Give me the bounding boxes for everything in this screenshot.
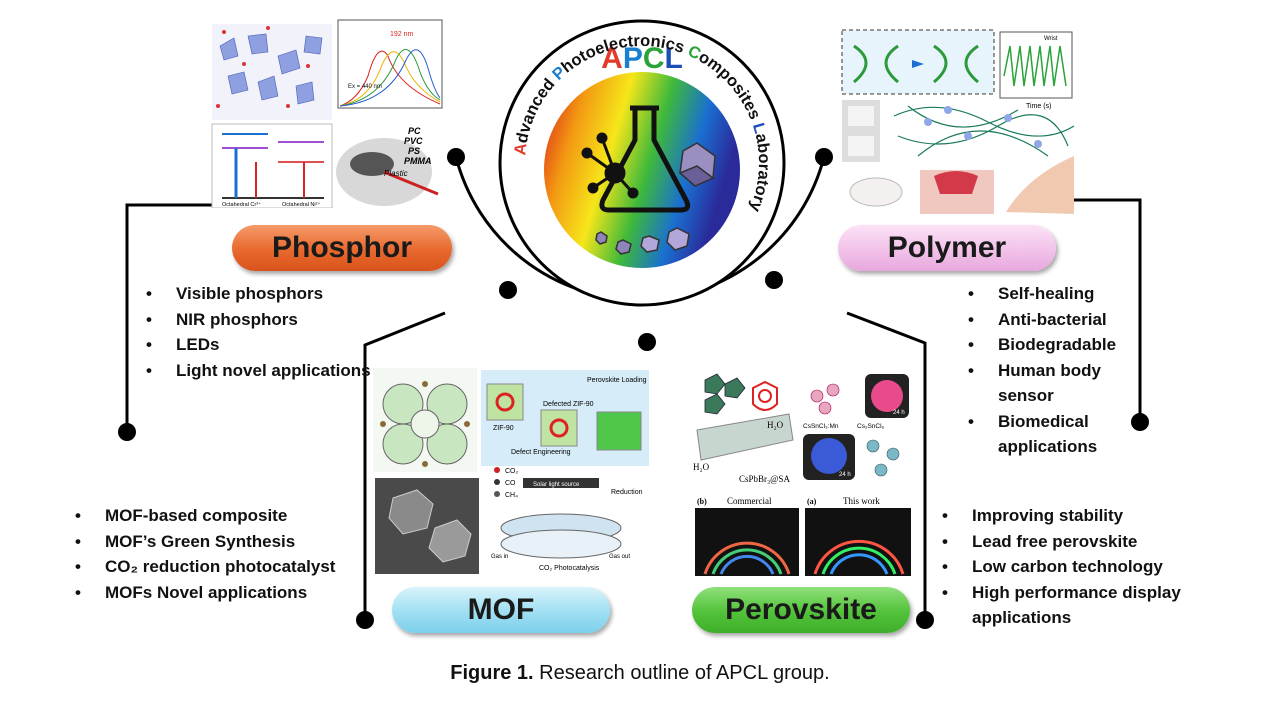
molecule-icon bbox=[581, 132, 639, 199]
svg-text:CO: CO bbox=[505, 480, 516, 487]
node-dot bbox=[638, 333, 656, 351]
phosphor-label: Phosphor bbox=[232, 225, 452, 271]
figure-caption: Figure 1. Research outline of APCL group… bbox=[0, 662, 1280, 685]
apcl-logo: APCL Advanced Photoelectronics Composite… bbox=[498, 19, 786, 307]
svg-text:H₂O: H₂O bbox=[767, 420, 784, 430]
logo-acronym: APCL bbox=[601, 42, 683, 75]
mouse-icon bbox=[849, 177, 903, 207]
svg-text:Time (s): Time (s) bbox=[1026, 103, 1051, 110]
caption-text: Research outline of APCL group. bbox=[533, 662, 830, 684]
bullet-item: MOFs Novel applications bbox=[75, 580, 365, 606]
shield-icon bbox=[752, 380, 778, 411]
phosphor-bullets: Visible phosphors NIR phosphors LEDs Lig… bbox=[146, 281, 376, 384]
mof-framework-icon bbox=[382, 383, 468, 465]
node-dot bbox=[118, 423, 136, 441]
bullet-item: Lead free perovskite bbox=[942, 529, 1202, 555]
svg-text:(a): (a) bbox=[807, 497, 817, 506]
bullet-item: LEDs bbox=[146, 332, 376, 358]
svg-text:Wrist: Wrist bbox=[1044, 36, 1058, 42]
svg-text:Solar light source: Solar light source bbox=[533, 482, 580, 488]
perovskite-label: Perovskite bbox=[692, 587, 910, 633]
svg-text:This work: This work bbox=[843, 496, 880, 506]
mof-bullets: MOF-based composite MOF’s Green Synthesi… bbox=[75, 503, 365, 606]
svg-text:CsPbBr₃@SA: CsPbBr₃@SA bbox=[739, 474, 790, 484]
polymer-figure: Time (s) Wrist bbox=[838, 26, 1076, 216]
svg-text:Defect Engineering: Defect Engineering bbox=[511, 449, 571, 456]
svg-text:Commercial: Commercial bbox=[727, 496, 772, 506]
svg-text:CO₂ Photocatalysis: CO₂ Photocatalysis bbox=[539, 565, 600, 572]
bullet-item: Visible phosphors bbox=[146, 281, 376, 307]
bullet-item: Low carbon technology bbox=[942, 554, 1202, 580]
mof-label: MOF bbox=[392, 587, 610, 633]
bullet-item: Biodegradable bbox=[968, 332, 1138, 358]
caption-prefix: Figure 1. bbox=[450, 662, 534, 684]
bullet-item: Human body sensor bbox=[968, 358, 1138, 409]
polymer-connector bbox=[1055, 198, 1142, 422]
svg-text:Octahedral Cr³⁺: Octahedral Cr³⁺ bbox=[222, 201, 261, 208]
svg-text:H₂O: H₂O bbox=[693, 462, 710, 472]
svg-text:(b): (b) bbox=[697, 497, 707, 506]
svg-text:Gas out: Gas out bbox=[609, 554, 630, 560]
bullet-item: MOF’s Green Synthesis bbox=[75, 529, 365, 555]
svg-text:Reduction: Reduction bbox=[611, 489, 643, 496]
svg-text:CH₄: CH₄ bbox=[505, 492, 518, 499]
energy-diagram: Octahedral Cr³⁺ Octahedral Ni²⁺ bbox=[211, 123, 333, 208]
polymer-label: Polymer bbox=[838, 225, 1056, 271]
bullet-item: Biomedical applications bbox=[968, 409, 1138, 460]
phosphor-connector bbox=[125, 203, 222, 432]
perovskite-bullets: Improving stability Lead free perovskite… bbox=[942, 503, 1202, 631]
perovskite-figure: H₂O H₂O CsPbBr₃@SA CsSnCl₃:Mn 24 h Cs₂Sn… bbox=[693, 370, 913, 578]
svg-text:Defected ZIF-90: Defected ZIF-90 bbox=[543, 401, 594, 408]
mof-figure: ZIF-90 Defect Engineering Defected ZIF-9… bbox=[373, 368, 652, 576]
svg-text:24 h: 24 h bbox=[839, 472, 851, 478]
svg-text:CsSnCl₃:Mn: CsSnCl₃:Mn bbox=[803, 423, 839, 430]
svg-text:Plastic: Plastic bbox=[384, 169, 408, 178]
perovskite-connector bbox=[846, 311, 927, 620]
node-dot bbox=[765, 271, 783, 289]
svg-text:192 nm: 192 nm bbox=[390, 31, 414, 38]
svg-text:CO₂: CO₂ bbox=[505, 468, 519, 475]
bullet-item: Self-healing bbox=[968, 281, 1138, 307]
node-dot bbox=[356, 611, 374, 629]
svg-text:Ex = 440 nm: Ex = 440 nm bbox=[348, 84, 382, 90]
svg-text:Octahedral Ni²⁺: Octahedral Ni²⁺ bbox=[282, 201, 320, 208]
bullet-item: NIR phosphors bbox=[146, 307, 376, 333]
svg-text:ZIF-90: ZIF-90 bbox=[493, 425, 514, 432]
node-dot bbox=[916, 611, 934, 629]
polymer-network-icon bbox=[893, 105, 1075, 157]
svg-text:Cs₂SnCl₆: Cs₂SnCl₆ bbox=[857, 423, 885, 430]
node-dot bbox=[815, 148, 833, 166]
node-dot bbox=[499, 281, 517, 299]
node-dot bbox=[447, 148, 465, 166]
svg-text:PMMA: PMMA bbox=[404, 156, 432, 166]
perovskite-octahedra-icon bbox=[704, 373, 746, 415]
bullet-item: Light novel applications bbox=[146, 358, 376, 384]
emission-plot: 192 nm Ex = 440 nm bbox=[337, 19, 443, 109]
svg-text:PVC: PVC bbox=[404, 136, 423, 146]
crystal-icon bbox=[595, 142, 716, 255]
flask-icon bbox=[599, 105, 691, 213]
svg-text:24 h: 24 h bbox=[893, 410, 905, 416]
lead-free-crystal-icon bbox=[810, 383, 840, 415]
bullet-item: Anti-bacterial bbox=[968, 307, 1138, 333]
bullet-item: MOF-based composite bbox=[75, 503, 365, 529]
arm-icon bbox=[1006, 156, 1074, 214]
self-healing-chain-icon bbox=[853, 44, 979, 84]
svg-text:Gas in: Gas in bbox=[491, 554, 508, 560]
plastic-sorting-icon: PC PVC PS PMMA Plastic bbox=[336, 126, 439, 206]
phosphor-figure: 192 nm Ex = 440 nm Octahedral Cr³⁺ Octah… bbox=[208, 16, 446, 208]
svg-text:Perovskite Loading: Perovskite Loading bbox=[587, 377, 647, 384]
polymer-bullets: Self-healing Anti-bacterial Biodegradabl… bbox=[968, 281, 1138, 460]
bullet-item: CO₂ reduction photocatalyst bbox=[75, 554, 365, 580]
svg-text:PC: PC bbox=[408, 126, 421, 136]
crystal-structure-icon bbox=[212, 24, 332, 120]
bullet-item: Improving stability bbox=[942, 503, 1202, 529]
svg-text:PS: PS bbox=[408, 146, 420, 156]
bullet-item: High performance display applications bbox=[942, 580, 1202, 631]
